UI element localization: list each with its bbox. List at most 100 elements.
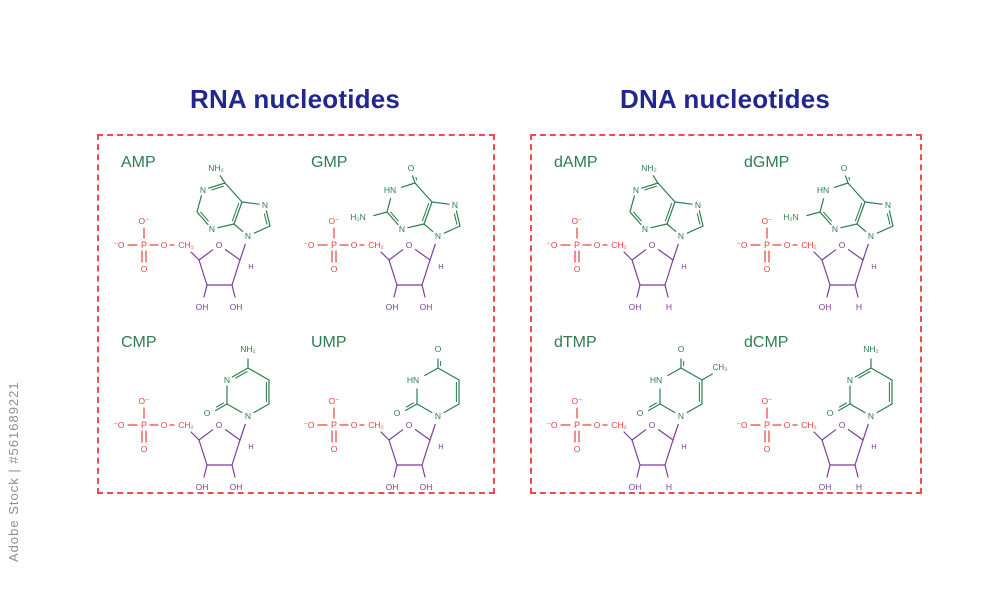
svg-text:O: O (841, 163, 848, 173)
svg-text:O⁻: O⁻ (571, 216, 582, 226)
svg-text:O: O (161, 420, 168, 430)
svg-text:NH₂: NH₂ (240, 344, 256, 354)
svg-text:H: H (666, 482, 672, 492)
svg-text:H: H (856, 302, 862, 312)
svg-text:H: H (871, 442, 876, 451)
svg-text:P: P (574, 240, 580, 250)
svg-text:⁻O: ⁻O (546, 240, 557, 250)
svg-text:O: O (161, 240, 168, 250)
svg-text:CH₂: CH₂ (611, 240, 627, 250)
svg-text:HN: HN (650, 375, 662, 385)
svg-text:H: H (856, 482, 862, 492)
svg-text:⁻O: ⁻O (113, 420, 124, 430)
svg-text:OH: OH (230, 302, 243, 312)
rna-section-title: RNA nucleotides (189, 84, 401, 114)
svg-text:O: O (839, 420, 846, 430)
svg-text:O: O (764, 444, 771, 454)
svg-text:O: O (637, 408, 644, 418)
svg-text:N: N (695, 200, 701, 210)
dna-section-title: DNA nucleotides (619, 84, 831, 114)
svg-text:OH: OH (420, 302, 433, 312)
svg-text:N: N (200, 185, 206, 195)
svg-text:⁻O: ⁻O (546, 420, 557, 430)
svg-text:H: H (248, 442, 253, 451)
svg-text:N: N (262, 200, 268, 210)
svg-text:N: N (847, 375, 853, 385)
svg-text:H₂N: H₂N (350, 212, 366, 222)
svg-text:CH₂: CH₂ (611, 420, 627, 430)
svg-text:OH: OH (420, 482, 433, 492)
svg-text:N: N (245, 231, 251, 241)
svg-text:O⁻: O⁻ (761, 396, 772, 406)
svg-text:O: O (406, 240, 413, 250)
svg-text:N: N (435, 231, 441, 241)
svg-text:O: O (216, 240, 223, 250)
svg-text:N: N (832, 224, 838, 234)
nucleotide-label-amp: AMP (121, 154, 156, 171)
svg-text:N: N (633, 185, 639, 195)
svg-text:CH₂: CH₂ (368, 420, 384, 430)
svg-text:OH: OH (629, 302, 642, 312)
svg-text:HN: HN (384, 185, 396, 195)
nucleotide-label-cmp: CMP (121, 334, 157, 351)
svg-text:O: O (784, 240, 791, 250)
svg-text:N: N (642, 224, 648, 234)
svg-text:P: P (141, 240, 147, 250)
svg-text:O: O (406, 420, 413, 430)
svg-text:CH₂: CH₂ (801, 240, 817, 250)
svg-text:O: O (141, 444, 148, 454)
svg-text:O: O (141, 264, 148, 274)
svg-text:N: N (245, 411, 251, 421)
svg-text:OH: OH (196, 302, 209, 312)
svg-text:O: O (216, 420, 223, 430)
svg-text:⁻O: ⁻O (303, 240, 314, 250)
svg-text:O: O (408, 163, 415, 173)
svg-text:⁻O: ⁻O (736, 240, 747, 250)
svg-text:O: O (351, 240, 358, 250)
svg-text:P: P (764, 240, 770, 250)
svg-text:O: O (394, 408, 401, 418)
svg-text:OH: OH (819, 482, 832, 492)
svg-text:OH: OH (819, 302, 832, 312)
svg-text:P: P (764, 420, 770, 430)
svg-text:N: N (452, 200, 458, 210)
svg-text:O: O (331, 444, 338, 454)
nucleotide-label-ump: UMP (311, 334, 347, 351)
svg-text:N: N (224, 375, 230, 385)
svg-text:O: O (784, 420, 791, 430)
svg-text:O: O (351, 420, 358, 430)
svg-text:CH₂: CH₂ (178, 420, 194, 430)
svg-text:NH₂: NH₂ (863, 344, 879, 354)
svg-text:OH: OH (196, 482, 209, 492)
svg-text:O: O (204, 408, 211, 418)
svg-text:⁻O: ⁻O (303, 420, 314, 430)
svg-text:O⁻: O⁻ (328, 216, 339, 226)
svg-text:O: O (594, 420, 601, 430)
svg-text:N: N (885, 200, 891, 210)
svg-text:N: N (868, 411, 874, 421)
svg-text:OH: OH (629, 482, 642, 492)
svg-text:NH₂: NH₂ (641, 163, 657, 173)
svg-text:P: P (331, 420, 337, 430)
svg-text:⁻O: ⁻O (113, 240, 124, 250)
svg-text:O: O (574, 264, 581, 274)
svg-text:P: P (574, 420, 580, 430)
nucleotide-label-gmp: GMP (311, 154, 348, 171)
nucleotide-label-dcmp: dCMP (744, 334, 789, 351)
svg-text:O: O (839, 240, 846, 250)
svg-text:OH: OH (386, 482, 399, 492)
svg-text:HN: HN (407, 375, 419, 385)
